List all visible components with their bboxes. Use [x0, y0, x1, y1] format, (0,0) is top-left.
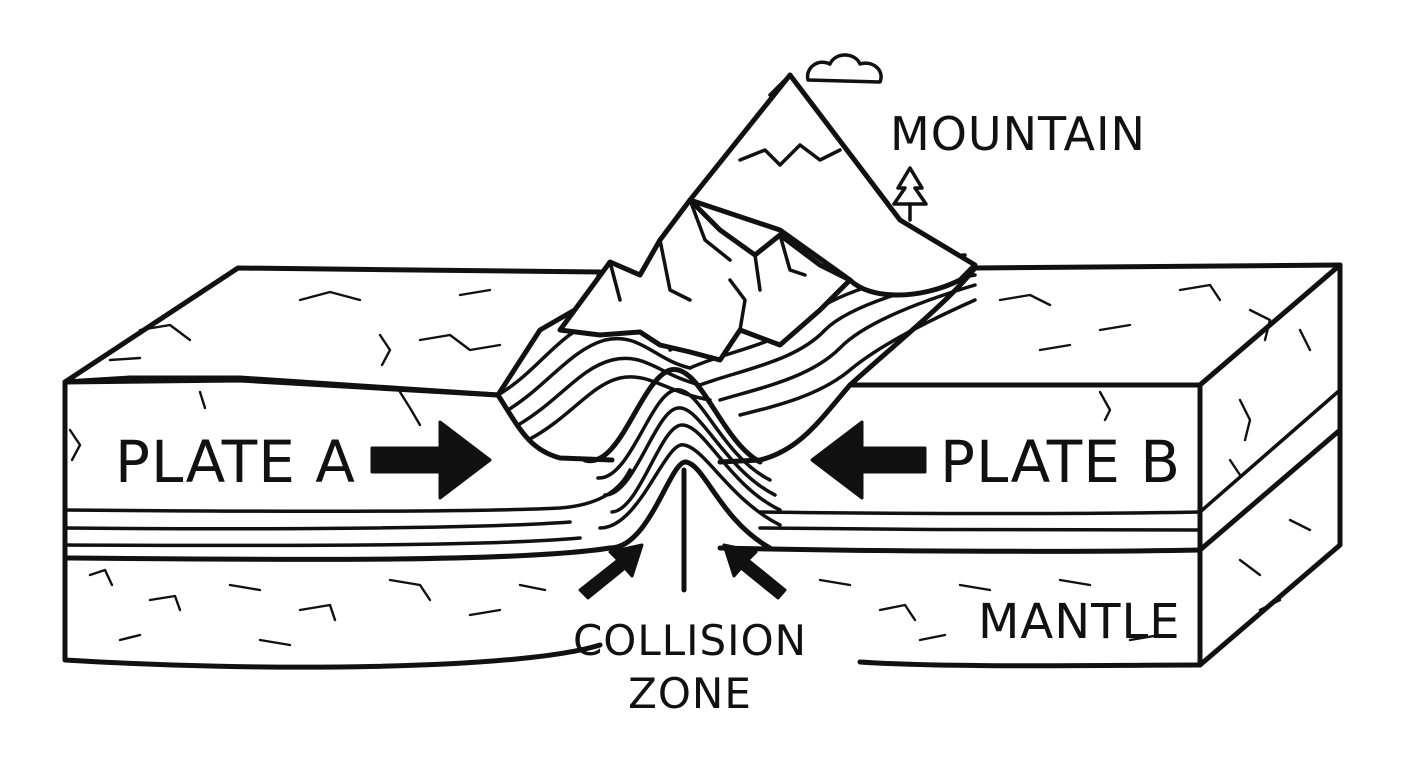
plate-a-label: PLATE A — [115, 428, 356, 496]
mantle-label: MANTLE — [978, 594, 1181, 650]
plate-b-push-arrow — [810, 420, 927, 500]
mountain-illustration — [557, 53, 978, 363]
collision-arrow-left — [578, 543, 644, 600]
mountain-label: MOUNTAIN — [890, 107, 1146, 161]
plate-b-label: PLATE B — [940, 428, 1181, 496]
collision-arrow-right — [722, 543, 787, 600]
folded-strata — [496, 253, 977, 593]
plate-a-push-arrow — [370, 420, 492, 500]
collision-zone-label-line1: COLLISION — [573, 616, 807, 665]
collision-zone-label-line2: ZONE — [628, 669, 752, 718]
